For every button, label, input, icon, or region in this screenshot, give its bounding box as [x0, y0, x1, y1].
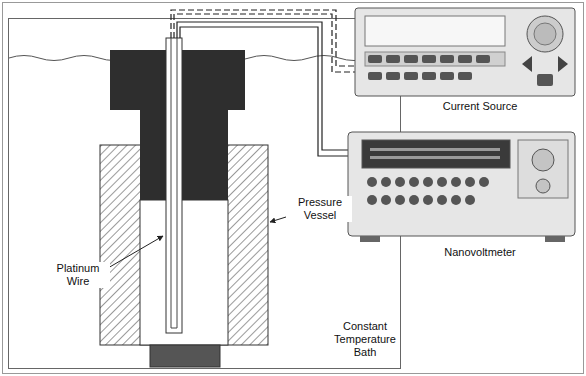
current-source-instrument: [355, 8, 575, 96]
leader-line: [270, 217, 286, 222]
vessel-cavity: [140, 200, 228, 345]
current-lead: [174, 14, 355, 72]
sample-tube: [166, 38, 182, 333]
region-label: Constant Temperature Bath: [330, 320, 400, 359]
part-label: Platinum Wire: [46, 262, 110, 288]
voltage-lead: [180, 27, 348, 156]
part-label: Pressure Vessel: [288, 196, 352, 222]
voltage-lead: [177, 22, 348, 150]
vessel-plug: [140, 110, 228, 200]
nanovoltmeter-instrument: [348, 132, 575, 242]
instrument-label: Current Source: [428, 100, 532, 113]
bottom-plug: [150, 345, 220, 367]
instrument-label: Nanovoltmeter: [428, 246, 532, 259]
bath-outline: [9, 19, 401, 369]
figure-frame: [3, 3, 584, 374]
platinum-wire: [171, 38, 177, 328]
current-lead: [171, 10, 355, 66]
leader-line: [108, 236, 163, 268]
